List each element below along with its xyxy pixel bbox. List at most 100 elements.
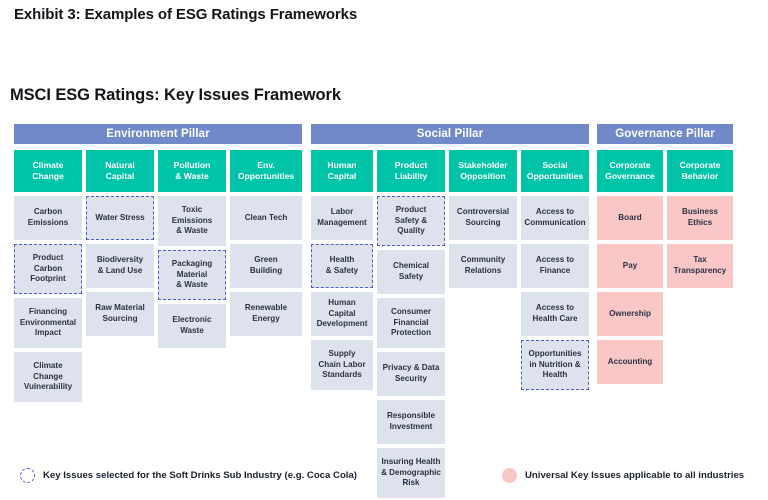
pink-circle-icon <box>502 468 517 483</box>
pillar-header: Environment Pillar <box>14 124 302 144</box>
category-header[interactable]: Env.Opportunities <box>230 150 302 192</box>
legend: Key Issues selected for the Soft Drinks … <box>0 464 768 496</box>
key-issue-cell-selected[interactable]: Health& Safety <box>311 244 373 288</box>
key-issue-label: Health& Safety <box>325 255 359 275</box>
key-issue-label: Board <box>618 212 642 222</box>
pillar-header: Governance Pillar <box>597 124 733 144</box>
key-issue-cell-selected[interactable]: Water Stress <box>86 196 154 240</box>
key-issue-cell-universal[interactable]: Board <box>597 196 663 240</box>
key-issue-label: Clean Tech <box>244 212 288 222</box>
exhibit-title: Exhibit 3: Examples of ESG Ratings Frame… <box>14 6 358 23</box>
key-issue-label: Biodiversity& Land Use <box>96 255 144 275</box>
key-issue-cell-universal[interactable]: Accounting <box>597 340 663 384</box>
key-issue-label: Accounting <box>607 356 653 366</box>
chart-title: MSCI ESG Ratings: Key Issues Framework <box>10 86 341 104</box>
pillar-header: Social Pillar <box>311 124 589 144</box>
dashed-circle-icon <box>20 468 35 483</box>
key-issue-cell-universal[interactable]: Pay <box>597 244 663 288</box>
key-issue-cell[interactable]: Clean Tech <box>230 196 302 240</box>
key-issue-label: Ownership <box>609 308 651 318</box>
key-issue-cell[interactable]: Biodiversity& Land Use <box>86 244 154 288</box>
legend-label: Universal Key Issues applicable to all i… <box>525 470 745 481</box>
category-header[interactable]: Pollution& Waste <box>158 150 226 192</box>
key-issue-label: Pay <box>622 260 638 270</box>
key-issue-cell-universal[interactable]: Ownership <box>597 292 663 336</box>
